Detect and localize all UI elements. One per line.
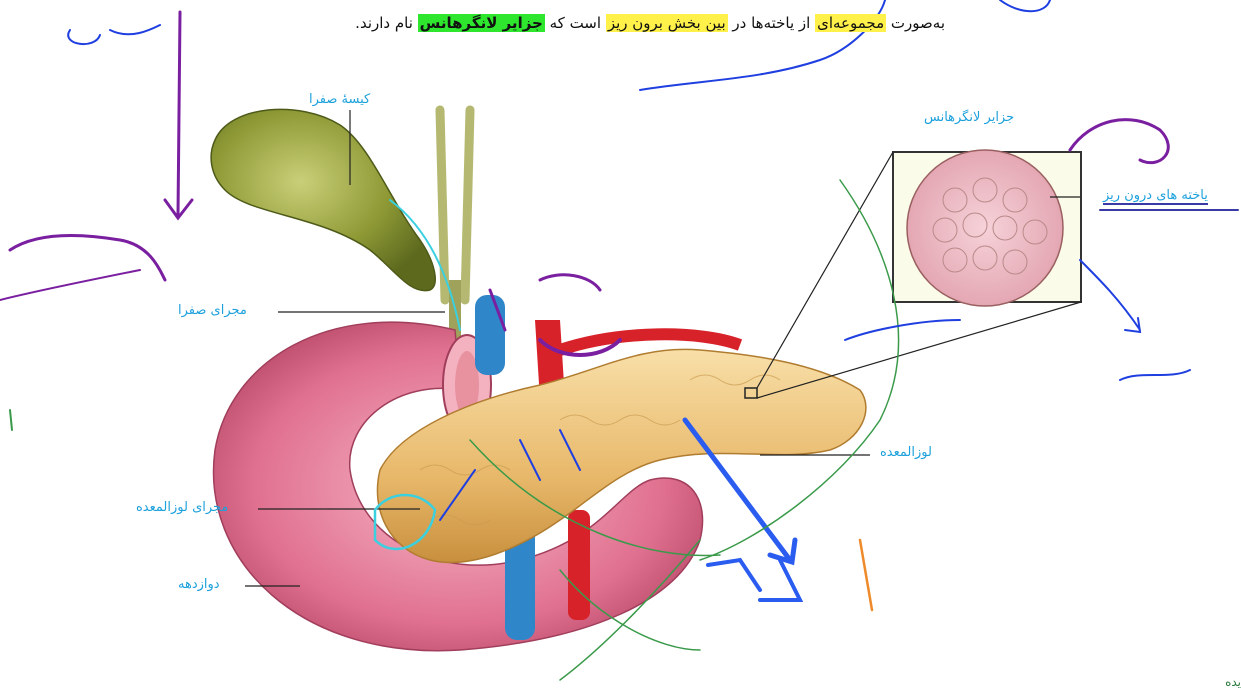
portal-vein <box>475 295 505 375</box>
label-endocrine-cells: یاخته های درون ریز <box>1103 188 1208 205</box>
mesenteric-artery <box>568 510 590 620</box>
sentence-part-5: است که <box>545 14 606 32</box>
label-pancreas: لوزالمعده <box>880 445 932 460</box>
sentence-part-3: از یاخته‌ها در <box>728 14 815 32</box>
label-duodenum: دوازدهه <box>178 577 220 592</box>
sentence-part-7: نام دارند. <box>355 14 417 32</box>
hepatic-duct <box>440 110 470 300</box>
sentence-part-1: به‌صورت <box>886 14 945 32</box>
label-pancreatic-duct: مجرای لوزالمعده <box>136 500 228 515</box>
islet-of-langerhans <box>907 150 1063 306</box>
label-islets: جزایر لانگرهانس <box>924 110 1014 125</box>
intro-sentence: به‌صورت مجموعه‌ای از یاخته‌ها در بین بخش… <box>185 14 945 32</box>
sentence-highlight-islets: جزایر لانگرهانس <box>418 14 545 32</box>
gallbladder-shape <box>211 109 435 290</box>
label-bile-duct: مجرای صفرا <box>178 303 247 318</box>
label-gallbladder: کیسۀ صفرا <box>309 92 370 107</box>
corner-text: یده <box>1225 675 1241 689</box>
sentence-highlight-group: مجموعه‌ای <box>815 14 886 32</box>
sentence-highlight-exocrine: بین بخش برون ریز <box>606 14 728 32</box>
